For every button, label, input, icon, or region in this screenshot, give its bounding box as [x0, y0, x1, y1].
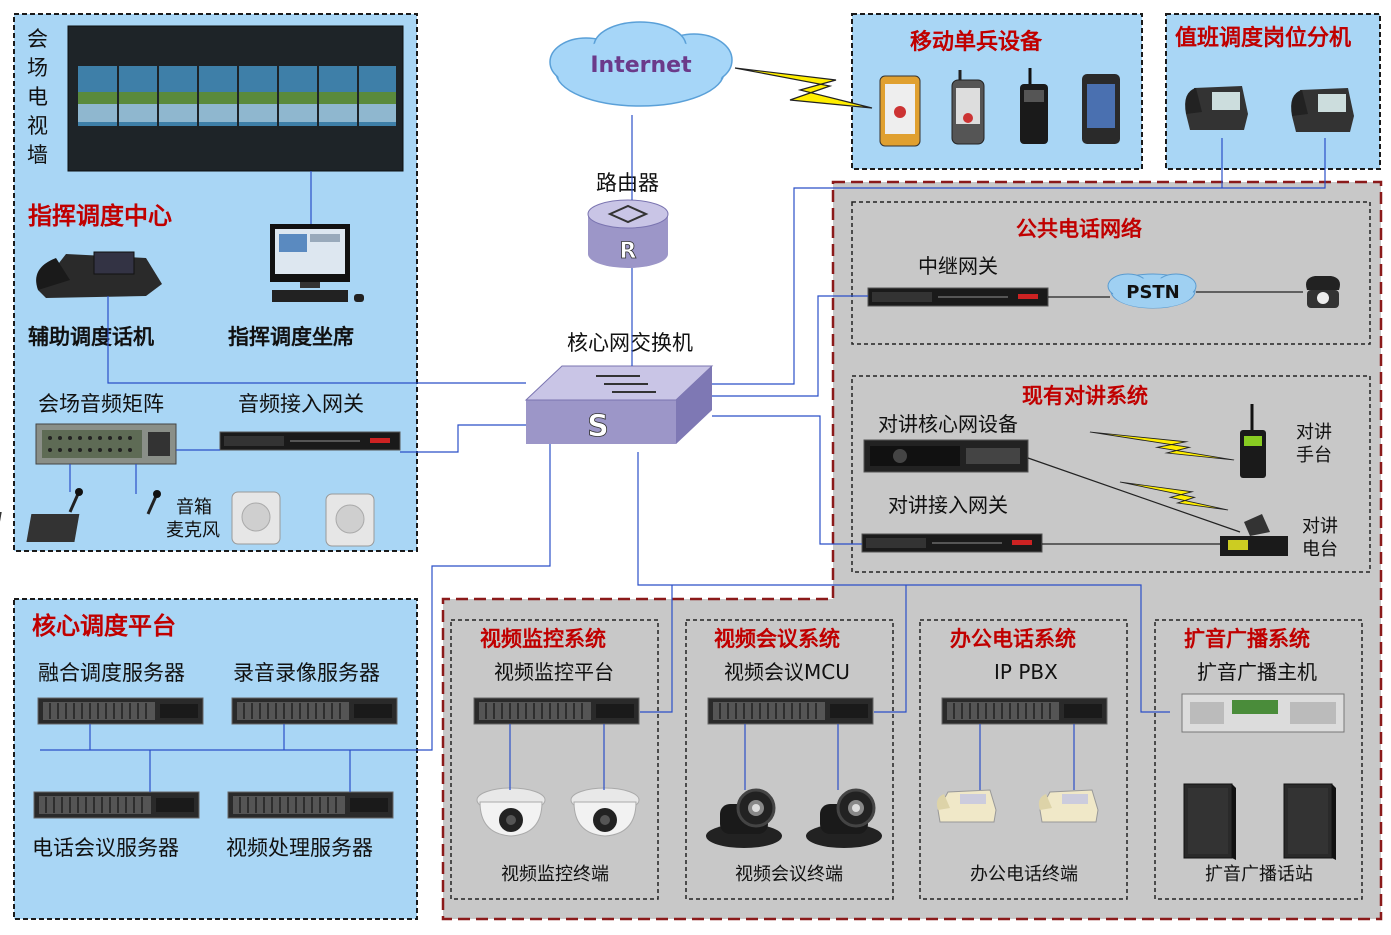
svg-text:视频监控终端: 视频监控终端 [501, 864, 609, 885]
broadcast-speaker-icon [1283, 783, 1337, 861]
video-wall-label: 会 场 电 视 墙 [27, 27, 48, 167]
aux-phone-image [36, 251, 162, 298]
microphone-image [0, 488, 161, 542]
audio-gateway-label: 音频接入网关 [238, 392, 364, 416]
ip-pbx-device [941, 697, 1108, 725]
internet-cloud: Internet [549, 21, 733, 107]
core-platform-title: 核心调度平台 [32, 612, 176, 640]
svg-text:IP PBX: IP PBX [994, 660, 1058, 684]
broadcast-speaker-icon [1183, 783, 1237, 861]
speaker-image [231, 491, 375, 547]
mobile-panel: 移动单兵设备 [851, 13, 1143, 170]
handset-icon [951, 70, 985, 145]
intercom-panel-title: 现有对讲系统 [1022, 384, 1148, 408]
handheld-radio-icon [1240, 404, 1266, 478]
duty-phone-icon [1185, 86, 1248, 130]
subsystem-video-conference: 视频会议系统 视频会议MCU 视频会议终端 [685, 619, 894, 900]
duty-panel: 值班调度岗位分机 [1165, 13, 1381, 170]
subsystem-broadcast: 扩音广播系统 扩音广播主机 扩音广播话站 [1154, 619, 1363, 900]
intercom-core-label: 对讲核心网设备 [878, 412, 1018, 436]
svg-text:视频会议系统: 视频会议系统 [714, 627, 840, 651]
audio-matrix-label: 会场音频矩阵 [38, 392, 164, 416]
duty-phone-icon [1291, 88, 1354, 132]
rugged-phone-icon [879, 75, 921, 147]
dispatch-seat-image [270, 224, 364, 302]
conference-mcu-device [707, 697, 874, 725]
intercom-panel: 现有对讲系统 对讲核心网设备 对讲接入网关 对讲 手台 对讲 电台 [851, 375, 1371, 573]
svg-text:电: 电 [27, 85, 48, 109]
duty-panel-title: 值班调度岗位分机 [1175, 25, 1351, 51]
trunk-gateway-label: 中继网关 [918, 254, 998, 278]
svg-text:扩音广播系统: 扩音广播系统 [1184, 627, 1310, 651]
server-label-4: 视频处理服务器 [226, 836, 373, 860]
speaker-label: 音箱 [176, 497, 212, 518]
recording-server [231, 697, 398, 725]
svg-text:办公电话终端: 办公电话终端 [970, 864, 1078, 885]
svg-text:扩音广播话站: 扩音广播话站 [1205, 864, 1313, 885]
svg-text:R: R [620, 239, 637, 264]
base-label-1: 对讲 [1302, 516, 1338, 537]
svg-text:视频监控平台: 视频监控平台 [494, 660, 614, 684]
surveillance-platform-device [473, 697, 640, 725]
audio-gateway-device [219, 431, 401, 451]
fusion-dispatch-server [37, 697, 204, 725]
server-label-2: 录音录像服务器 [233, 661, 380, 685]
subsystem-office-phone: 办公电话系统 IP PBX 办公电话终端 [919, 619, 1128, 900]
base-label-2: 电台 [1302, 539, 1338, 560]
svg-text:会: 会 [27, 27, 48, 51]
handheld-label-1: 对讲 [1296, 422, 1332, 443]
svg-text:Internet: Internet [590, 53, 692, 78]
svg-text:视频会议终端: 视频会议终端 [735, 864, 843, 885]
switch-label: 核心网交换机 [567, 331, 693, 355]
video-wall-image [67, 25, 404, 172]
svg-text:S: S [587, 409, 609, 444]
pstn-panel-title: 公共电话网络 [1016, 217, 1142, 241]
core-switch-icon: S [524, 365, 714, 444]
intercom-gateway-label: 对讲接入网关 [888, 493, 1008, 517]
intercom-core-device [863, 439, 1029, 473]
smart-terminal-icon [1082, 74, 1120, 144]
router-icon: R [587, 199, 669, 268]
phone-conf-server [33, 791, 200, 819]
video-processing-server [227, 791, 394, 819]
handheld-label-2: 手台 [1296, 445, 1332, 466]
microphone-label: 麦克风 [166, 520, 220, 541]
command-center-panel: 会 场 电 视 墙 指挥调度中心 辅助调度话机 指挥调度坐席 会场音频矩阵 音频… [0, 13, 418, 552]
svg-text:墙: 墙 [27, 143, 48, 167]
audio-matrix-image [35, 423, 177, 465]
svg-text:视: 视 [27, 114, 48, 138]
core-platform-panel: 核心调度平台 融合调度服务器 录音录像服务器 电话会议服务器 视频处理服务器 [13, 598, 418, 920]
server-label-1: 融合调度服务器 [38, 661, 185, 685]
subsystem-video-surveillance: 视频监控系统 视频监控平台 视频监控终端 [450, 619, 659, 900]
svg-text:PSTN: PSTN [1126, 282, 1180, 303]
base-radio-icon [1220, 514, 1288, 556]
svg-text:视频会议MCU: 视频会议MCU [724, 660, 850, 684]
connection-lines [40, 115, 1326, 792]
router-label: 路由器 [596, 171, 659, 195]
dispatch-seat-label: 指挥调度坐席 [228, 325, 354, 349]
walkie-icon [1020, 68, 1048, 144]
broadcast-host-device [1181, 693, 1345, 733]
internet-link-bolt [734, 67, 873, 109]
analog-phone-icon [1306, 276, 1340, 308]
trunk-gateway-device [867, 287, 1049, 307]
svg-text:办公电话系统: 办公电话系统 [950, 627, 1076, 651]
server-label-3: 电话会议服务器 [32, 836, 179, 860]
pstn-panel: 公共电话网络 中继网关 PSTN [851, 201, 1371, 345]
intercom-gateway-device [861, 533, 1043, 553]
aux-phone-label: 辅助调度话机 [28, 325, 154, 349]
svg-text:扩音广播主机: 扩音广播主机 [1197, 660, 1317, 684]
pstn-cloud: PSTN [1107, 273, 1197, 309]
mobile-panel-title: 移动单兵设备 [910, 29, 1043, 55]
command-center-title: 指挥调度中心 [28, 202, 172, 230]
svg-text:视频监控系统: 视频监控系统 [480, 627, 606, 651]
svg-text:场: 场 [27, 56, 48, 80]
